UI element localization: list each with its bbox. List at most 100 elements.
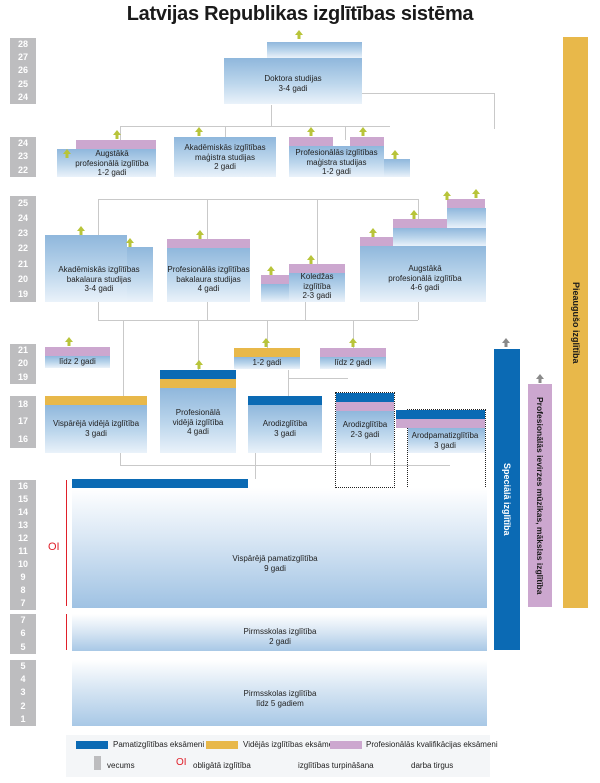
upto2-box-b: [320, 357, 386, 369]
age-label: 23: [17, 228, 28, 239]
basic-education-l2: 9 gadi: [264, 563, 286, 573]
prof-secondary-l1: Profesionālā: [175, 408, 221, 417]
connector: [207, 302, 208, 320]
age-label: 10: [17, 558, 28, 569]
vocational-short-label: Arodizglītība 2-3 gadi: [336, 420, 394, 439]
compulsory-oi-mark: OI: [48, 541, 60, 553]
preschool-2-box: [72, 614, 487, 651]
prof-qual-exam-bar: [393, 219, 447, 228]
upto2-label-a: līdz 2 gadi: [59, 357, 96, 366]
pre-vocational-box: [408, 428, 485, 453]
basic-education-label: Vispārējā pamatizglītība 9 gadi: [200, 554, 350, 573]
labour-market-arrow: [349, 338, 357, 347]
prof-higher-short-l1: Augstākā: [95, 149, 129, 158]
labour-market-arrow: [267, 266, 275, 275]
prof-qual-exam-bar: [447, 199, 485, 208]
connector: [198, 320, 199, 370]
adult-education-label: Pieaugušo izglītība: [571, 281, 581, 364]
connector: [120, 465, 450, 466]
labour-market-arrow: [262, 338, 270, 347]
prof-bachelor-l2: bakalaura studijas: [176, 274, 241, 284]
connector: [98, 302, 99, 320]
preschool-1-l2: līdz 5 gadiem: [256, 698, 304, 708]
age-label: 25: [17, 78, 28, 89]
academic-master-box: [174, 137, 276, 177]
age-label: 25: [17, 197, 28, 208]
labour-market-arrow: [359, 127, 367, 136]
labour-market-arrow: [443, 191, 451, 200]
labour-market-arrow: [196, 230, 204, 239]
age-label: 19: [17, 371, 28, 382]
connector: [288, 370, 289, 396]
connector: [98, 199, 99, 245]
age-label: 19: [17, 288, 28, 299]
legend-age-swatch: [94, 756, 101, 770]
prof-secondary-box: [160, 388, 236, 453]
preschool-2-l1: Pirmsskolas izglītība: [243, 627, 317, 636]
connector: [370, 453, 371, 465]
one-two-box: [234, 357, 300, 369]
preschool-1-l1: Pirmsskolas izglītība: [243, 689, 317, 698]
academic-master-label: Akadēmiskās izglītības maģistra studijas…: [174, 143, 276, 172]
labour-market-arrow: [63, 149, 71, 158]
basic-exam-bar: [160, 370, 236, 379]
prof-qual-exam-bar: [289, 264, 345, 273]
age-label: 20: [17, 273, 28, 284]
prof-qual-exam-bar: [289, 137, 333, 146]
prof-higher-long-box: [360, 246, 486, 302]
age-label: 5: [20, 661, 26, 671]
labour-market-arrow: [195, 127, 203, 136]
age-label: 8: [20, 584, 26, 595]
labour-market-arrow: [195, 360, 203, 369]
prof-bachelor-label: Profesionālās izglītības bakalaura studi…: [162, 265, 255, 294]
prof-qual-exam-bar: [360, 237, 393, 246]
age-label: 21: [17, 345, 28, 356]
age-label: 9: [20, 571, 26, 582]
prof-master-box: [289, 146, 384, 177]
labour-market-arrow: [307, 127, 315, 136]
vocational-short-l1: Arodizglītība: [342, 420, 388, 429]
age-label: 28: [17, 39, 28, 49]
academic-bachelor-label: Akadēmiskās izglītības bakalaura studija…: [45, 265, 153, 294]
compulsory-bracket: [66, 480, 67, 606]
academic-bachelor-box: [45, 235, 127, 302]
labour-market-arrow: [295, 30, 303, 39]
legend-basic-exam-swatch: [76, 741, 108, 749]
upto2-box-a: [45, 356, 110, 368]
academic-master-l2: maģistra studijas: [194, 152, 256, 162]
prof-higher-short-label: Augstākā profesionālā izglītība 1-2 gadi: [57, 149, 167, 178]
legend-prof-exam-swatch: [330, 741, 362, 749]
connector: [120, 126, 121, 140]
age-label: 24: [17, 91, 28, 102]
college-label: Koledžas izglītība 2-3 gadi: [283, 272, 351, 301]
age-label: 23: [17, 151, 28, 162]
age-label: 3: [20, 687, 26, 698]
connector: [255, 453, 256, 479]
college-l3: 2-3 gadi: [302, 291, 332, 300]
legend-secondary-exam-swatch: [206, 741, 238, 749]
prof-higher-long-label: Augstākā profesionālā izglītība 4-6 gadi: [375, 264, 475, 293]
connector: [305, 302, 306, 320]
prof-master-l3: 1-2 gadi: [322, 167, 351, 176]
doctoral-duration: 3-4 gadi: [278, 83, 308, 93]
age-label: 22: [17, 164, 28, 175]
age-label: 27: [17, 52, 28, 63]
vocational-short-l2: 2-3 gadi: [350, 429, 380, 439]
connector: [317, 199, 318, 265]
music-art-column: [528, 384, 552, 607]
connector: [267, 320, 268, 348]
age-label: 2: [20, 700, 26, 711]
prof-qual-exam-bar: [396, 419, 485, 428]
academic-bachelor-step: [127, 247, 153, 302]
age-label: 12: [17, 532, 28, 543]
prof-master-l2: maģistra studijas: [306, 157, 367, 167]
one-two-label: 1-2 gadi: [252, 358, 282, 367]
legend-oi-text: obligātā izglītība: [193, 761, 251, 770]
doctoral-studies-label: Doktora studijas 3-4 gadi: [224, 74, 362, 93]
